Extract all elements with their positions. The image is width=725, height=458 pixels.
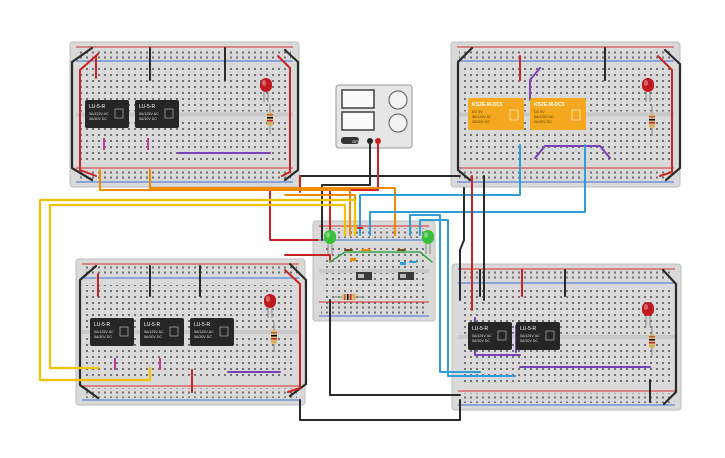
relay-model-label: LU-5-R — [194, 322, 211, 328]
wire-black-tl-c[interactable] — [283, 48, 300, 182]
wire-black-bl-rail[interactable] — [78, 264, 100, 400]
relay-rating-line: 2A/30V DC — [534, 120, 552, 124]
wire-black-psu[interactable] — [321, 140, 371, 241]
voltage-knob[interactable] — [388, 90, 408, 110]
wire-blue-center-2[interactable] — [419, 219, 516, 377]
relay-rating-dc: 5A/30V DC — [520, 339, 538, 343]
relay-rating-line: DC 5V — [534, 110, 545, 114]
relay-rating-ac: 5A/125V AC — [520, 334, 540, 338]
relay-rating-ac: 5A/125V AC — [472, 334, 492, 338]
wire-yellow-1[interactable] — [48, 203, 347, 370]
relay-rating-ac: 5A/125V AC — [194, 330, 214, 334]
relay-model-label: LU-5-R — [472, 326, 489, 332]
wire-black-bottom-loop[interactable] — [299, 399, 461, 421]
wire-black-br-rail[interactable] — [661, 268, 678, 406]
resistor-top-right[interactable] — [649, 106, 655, 136]
relay-rating-line: 5A/125V AC — [472, 115, 492, 119]
resistor-bottom-left[interactable] — [271, 322, 277, 352]
wire-black-bottom-long[interactable] — [329, 299, 461, 396]
power-supply[interactable]: OFF — [335, 84, 413, 149]
relay-rating-line: 5A/125V AC — [534, 115, 554, 119]
relay-model-label: LU-5-R — [94, 322, 111, 328]
wire-red-psu[interactable] — [329, 140, 379, 241]
wire-black-br-long[interactable] — [459, 187, 465, 301]
resistor-top-left[interactable] — [267, 104, 273, 134]
wire-blue-center-1[interactable] — [409, 214, 481, 373]
relay-model-label: LU-5-R — [144, 322, 161, 328]
green-led-center-right[interactable] — [422, 230, 434, 254]
relay-rating-dc: 5A/30V DC — [472, 339, 490, 343]
red-led-top-left[interactable] — [260, 78, 272, 102]
wire-black-tl-rail[interactable] — [70, 46, 94, 182]
wire-green-center[interactable] — [329, 251, 433, 263]
resistor-center[interactable] — [334, 294, 364, 300]
wire-blue-tr-2[interactable] — [369, 144, 586, 236]
wire-yellow-2[interactable] — [38, 198, 357, 382]
wire-blue-tr-1[interactable] — [359, 144, 521, 236]
red-led-bottom-right[interactable] — [642, 302, 654, 326]
breadboard-top-left[interactable] — [69, 41, 300, 188]
wire-black-tr-b[interactable] — [663, 48, 682, 182]
wire-purple-tr-b[interactable] — [534, 145, 611, 159]
green-led-center-left[interactable] — [324, 230, 336, 254]
relay-model-label: LU-5-R — [139, 104, 156, 110]
relay-rating-ac: 5A/125V AC — [94, 330, 114, 334]
relay-rating-dc: 5A/30V DC — [194, 335, 212, 339]
relay-rating-dc: 5A/30V DC — [94, 335, 112, 339]
wire-black-bl-c[interactable] — [288, 262, 308, 398]
relay-rating-dc: 5A/30V DC — [139, 117, 157, 121]
slide-switch-left[interactable] — [356, 272, 372, 280]
relay-rating-ac: 5A/125V AC — [89, 112, 109, 116]
wire-purple-tr-a[interactable] — [529, 67, 541, 101]
power-switch[interactable] — [341, 137, 359, 144]
current-knob[interactable] — [388, 113, 408, 133]
wire-red-tr-b[interactable] — [657, 55, 673, 177]
slide-switch-right[interactable] — [398, 272, 414, 280]
relay-rating-dc: 5A/30V DC — [89, 117, 107, 121]
jumper-blue — [400, 262, 406, 265]
wire-red-bl-long[interactable] — [284, 254, 331, 261]
relay-rating-dc: 5A/30V DC — [144, 335, 162, 339]
current-display — [341, 111, 375, 131]
relay-model-label: LU-5-R — [520, 326, 537, 332]
relay-rating-line: DC 5V — [472, 110, 483, 114]
relay-rating-line: 2A/30V DC — [472, 120, 490, 124]
power-switch-label: OFF — [352, 139, 361, 144]
relay-rating-ac: 5A/125V AC — [139, 112, 159, 116]
jumper-orange — [350, 258, 356, 261]
wire-orange-tl-1[interactable] — [99, 169, 351, 236]
relay-model-label: KS2E-M-DC5 — [534, 102, 565, 108]
wire-black-tr-rail[interactable] — [456, 46, 474, 182]
breadboard-bottom-right[interactable] — [451, 263, 682, 411]
relay-model-label: LU-5-R — [89, 104, 106, 110]
relay-rating-ac: 5A/125V AC — [144, 330, 164, 334]
red-led-bottom-left[interactable] — [264, 294, 276, 318]
wire-red-bl-c[interactable] — [284, 269, 301, 393]
wire-red-tl-b[interactable] — [277, 55, 291, 177]
resistor-bottom-right[interactable] — [649, 326, 655, 356]
wire-red-tl-rail[interactable] — [79, 53, 99, 177]
relay-model-label: KS2E-M-DC5 — [472, 102, 503, 108]
voltage-display — [341, 89, 375, 109]
red-led-top-right[interactable] — [642, 78, 654, 102]
wire-red-center-a[interactable] — [269, 189, 319, 241]
